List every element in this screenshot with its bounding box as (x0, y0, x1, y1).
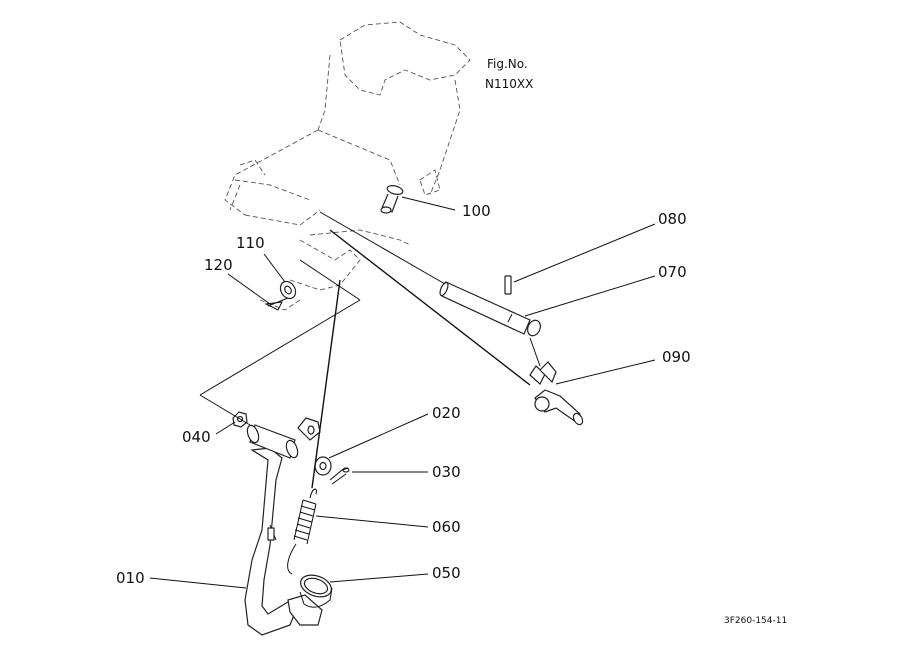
cotter-pin-part-030 (329, 467, 350, 485)
pedal-lever-part-010 (244, 447, 323, 636)
leader-lines (149, 196, 656, 589)
part-label-030: 030 (432, 463, 461, 481)
shaft-part-070 (439, 281, 541, 337)
part-label-010: 010 (116, 569, 145, 587)
part-label-020: 020 (432, 404, 461, 422)
part-label-070: 070 (658, 263, 687, 281)
pin-part-120 (264, 297, 289, 311)
connecting-rod (319, 211, 541, 386)
part-label-050: 050 (432, 564, 461, 582)
drawing-code: 3F260-154-11 (724, 616, 787, 626)
washer-part-110 (279, 280, 297, 300)
fig-no-value: N110XX (485, 77, 533, 91)
part-label-100: 100 (462, 202, 491, 220)
part-label-080: 080 (658, 210, 687, 228)
bolt-part-100 (380, 185, 404, 214)
washer-part-020 (314, 456, 332, 476)
part-label-110: 110 (236, 234, 265, 252)
part-label-040: 040 (182, 428, 211, 446)
housing-outline (224, 21, 471, 311)
bushing-hub (246, 417, 321, 459)
yoke-part-090 (529, 361, 584, 426)
part-label-090: 090 (662, 348, 691, 366)
fig-no-label: Fig.No. (487, 57, 528, 71)
part-label-120: 120 (204, 256, 233, 274)
part-label-060: 060 (432, 518, 461, 536)
bracket-outline (199, 259, 361, 426)
grommet-part-050 (299, 574, 333, 608)
pin-part-080 (504, 275, 512, 295)
